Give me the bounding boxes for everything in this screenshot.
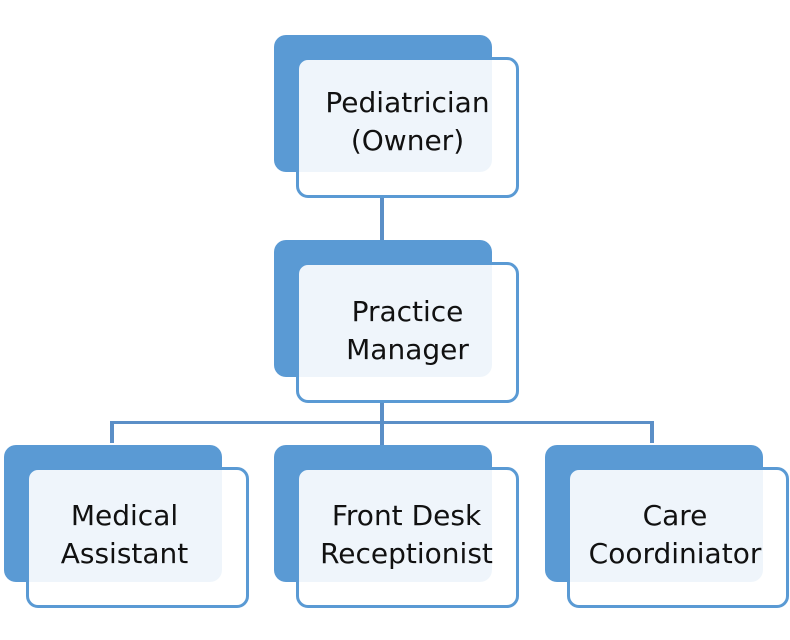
connector-to-care-coordinator	[650, 421, 654, 443]
node-label: Medical Assistant	[60, 498, 189, 570]
node-box: Care Coordiniator	[567, 467, 789, 608]
node-label: Front Desk Receptionist	[320, 498, 493, 570]
node-box: Pediatrician (Owner)	[296, 57, 519, 198]
node-box: Medical Assistant	[26, 467, 249, 608]
node-label: Practice Manager	[346, 294, 469, 366]
node-label: Pediatrician (Owner)	[325, 85, 490, 157]
node-box: Practice Manager	[296, 262, 519, 403]
connector-to-medical-assistant	[110, 421, 114, 443]
node-box: Front Desk Receptionist	[296, 467, 519, 608]
node-label: Care Coordiniator	[588, 498, 762, 570]
connector-owner-to-manager	[380, 196, 384, 240]
connector-horizontal-bus	[110, 421, 654, 424]
